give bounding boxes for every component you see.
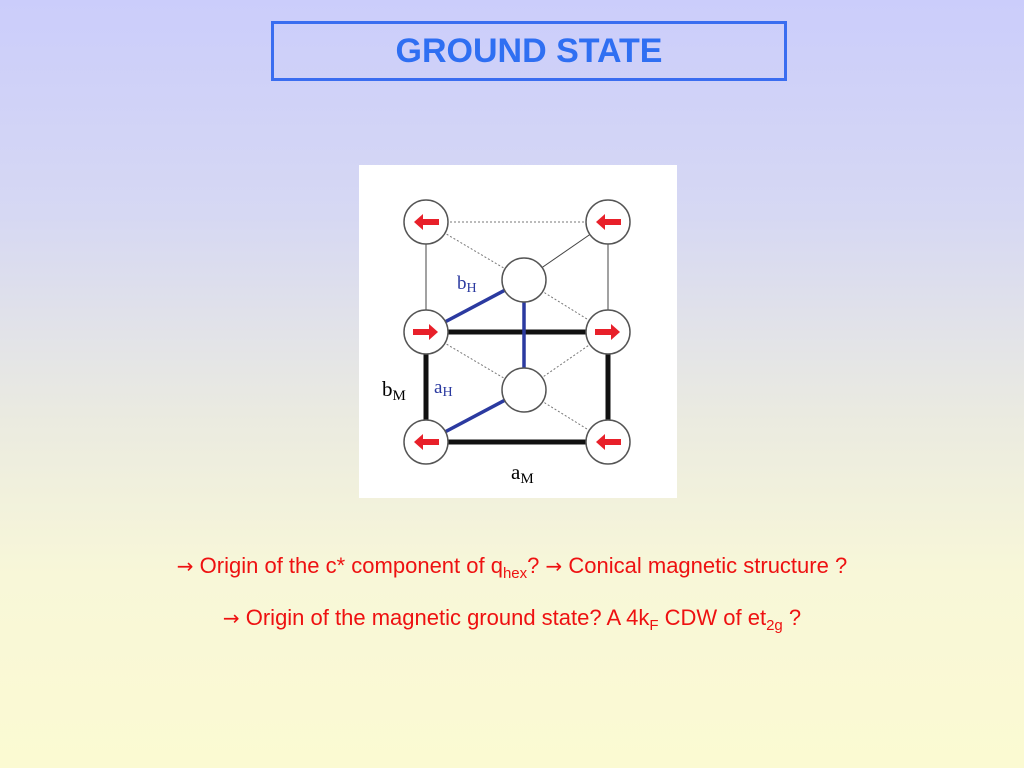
atom-inner-lower bbox=[501, 367, 547, 413]
bullet-line-1: → Origin of the c* component of qhex? → … bbox=[0, 548, 1024, 600]
bullet-2-text-c: ? bbox=[782, 605, 802, 630]
bullet-1-text-a: Origin of the c* component of q bbox=[193, 553, 503, 578]
dotted-middle-left bbox=[425, 331, 525, 391]
bullet-1-text-b: ? bbox=[527, 553, 546, 578]
label-aH: aH bbox=[434, 377, 453, 400]
right-arrow-icon: → bbox=[176, 554, 194, 578]
label-bM: bM bbox=[382, 377, 406, 404]
bullet-list: → Origin of the c* component of qhex? → … bbox=[0, 548, 1024, 652]
lattice-diagram: bH aH bM aM bbox=[359, 165, 677, 498]
dotted-top-left bbox=[425, 221, 525, 281]
bullet-2-text-a: Origin of the magnetic ground state? A 4… bbox=[239, 605, 650, 630]
label-bH: bH bbox=[457, 273, 477, 296]
bullet-1-text-c: Conical magnetic structure ? bbox=[562, 553, 848, 578]
label-aM: aM bbox=[511, 460, 534, 487]
right-arrow-icon: → bbox=[222, 606, 240, 630]
atom-inner-upper bbox=[501, 257, 547, 303]
bullet-2-sub-2g: 2g bbox=[766, 617, 783, 634]
bullet-line-2: → Origin of the magnetic ground state? A… bbox=[0, 600, 1024, 652]
right-arrow-icon: → bbox=[545, 554, 563, 578]
bullet-2-sub-F: F bbox=[649, 617, 659, 634]
bullet-1-sub-hex: hex bbox=[502, 565, 528, 582]
lattice-diagram-svg: bH aH bM aM bbox=[382, 199, 631, 487]
bullet-2-text-b: CDW of et bbox=[658, 605, 767, 630]
page-title: GROUND STATE bbox=[395, 31, 663, 70]
title-box: GROUND STATE bbox=[271, 21, 787, 81]
